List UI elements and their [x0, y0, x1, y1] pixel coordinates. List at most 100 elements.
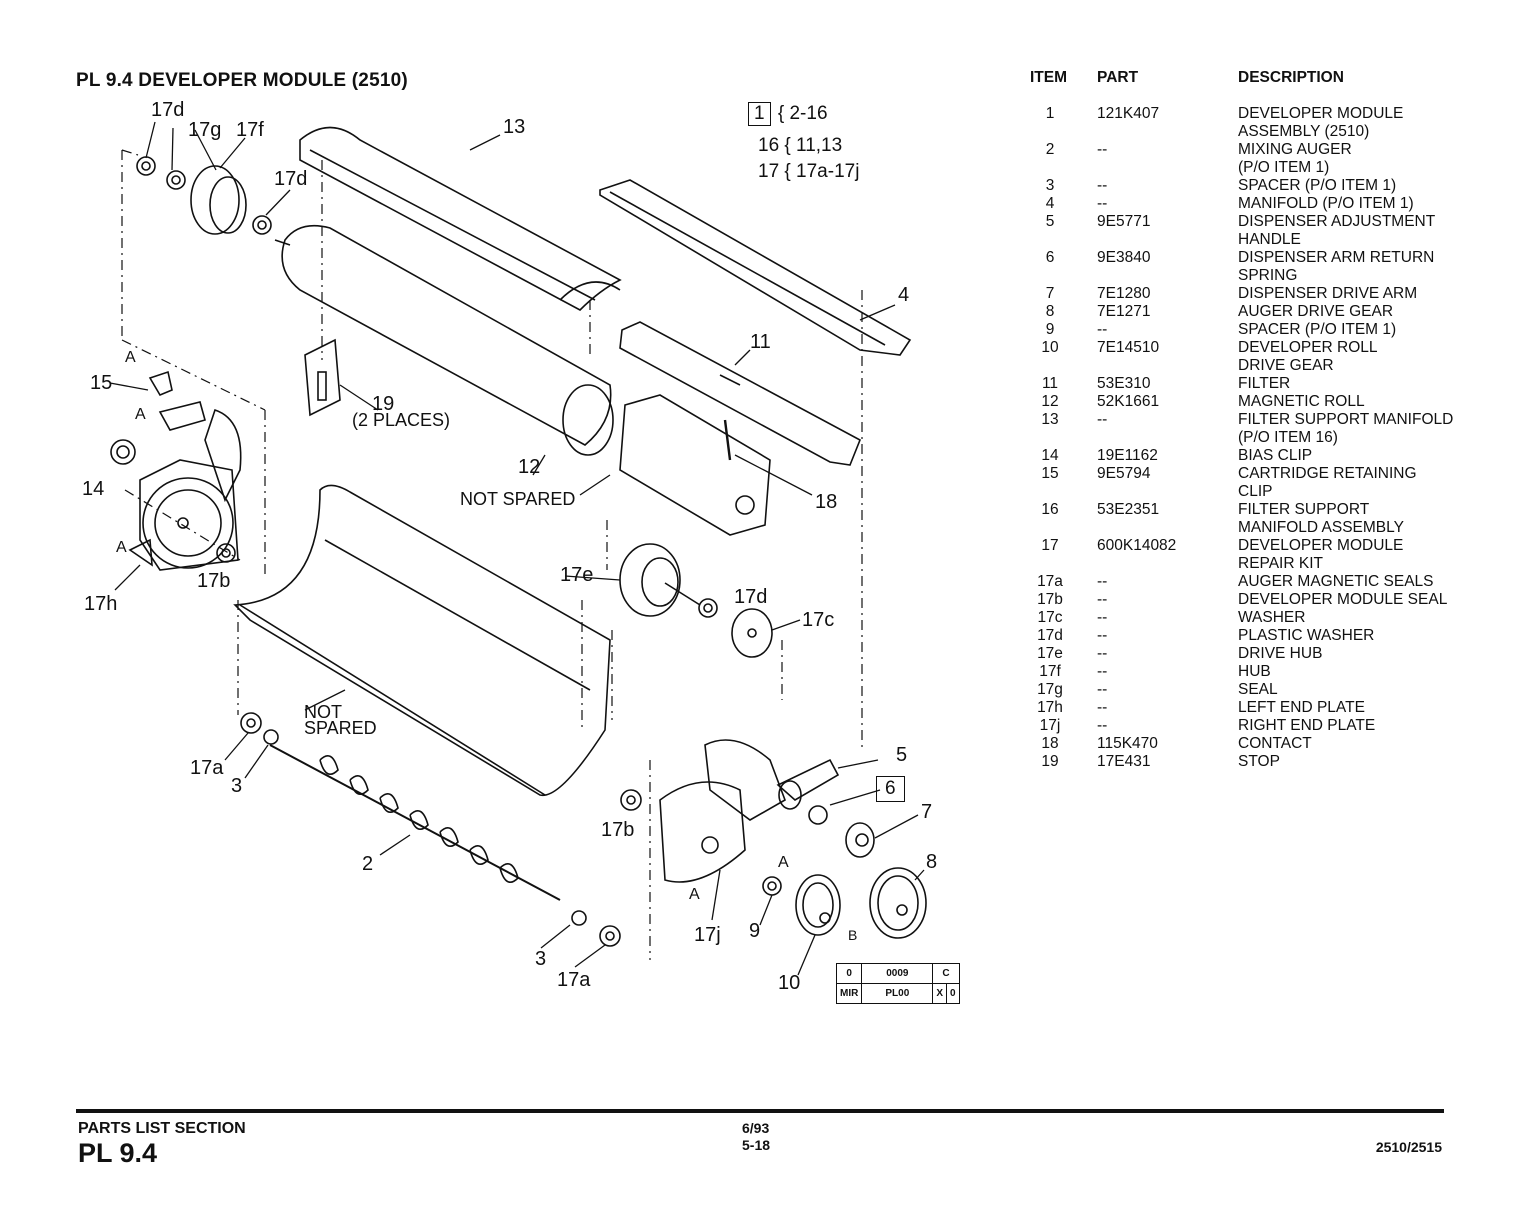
description-cell: LEFT END PLATE — [1237, 699, 1500, 717]
description-line: PLASTIC WASHER — [1238, 627, 1375, 644]
callout-17d: 17d — [274, 168, 308, 190]
description-line: SPACER (P/O ITEM 1) — [1238, 321, 1397, 338]
description-line: CONTACT — [1238, 735, 1312, 752]
footer-pl: PL 9.4 — [78, 1138, 158, 1168]
item-cell: 18 — [1041, 735, 1059, 752]
callout-17e: 17e — [560, 564, 594, 586]
item-cell: 4 — [1045, 195, 1055, 212]
part-cell: 7E14510 — [1097, 339, 1160, 356]
description-line: (P/O ITEM 16) — [1238, 429, 1338, 446]
assembly-key-row: 17 { 17a-17j — [748, 162, 859, 182]
callout-17g: 17g — [188, 119, 222, 141]
stamp-cell: 0009 — [861, 963, 934, 984]
assembly-key-range: { 2-16 — [777, 103, 828, 124]
description-line: DRIVE GEAR — [1238, 357, 1334, 374]
part-cell: 53E2351 — [1097, 501, 1160, 518]
callout-12: 12 — [518, 456, 541, 478]
stamp-cell: 0 — [946, 983, 960, 1004]
footer-rule — [76, 1109, 1444, 1113]
description-cell: FILTER — [1237, 375, 1500, 393]
part-cell: 9E5771 — [1097, 213, 1151, 230]
part-cell: 121K407 — [1097, 105, 1160, 122]
description-cell: HUB — [1237, 663, 1500, 681]
part-cell: -- — [1097, 699, 1108, 716]
description-cell: SPACER (P/O ITEM 1) — [1237, 177, 1500, 195]
callout-3: 3 — [535, 948, 547, 970]
description-line: BIAS CLIP — [1238, 447, 1313, 464]
item-cell: 17j — [1039, 717, 1061, 734]
description-line: HUB — [1238, 663, 1271, 680]
callout-15: 15 — [90, 372, 113, 394]
callout-8: 8 — [926, 851, 938, 873]
assembly-key-label: 17 — [758, 161, 780, 182]
description-line: MANIFOLD (P/O ITEM 1) — [1238, 195, 1414, 212]
footer-page: 5-18 — [742, 1137, 771, 1153]
assembly-key-row: 16 { 11,13 — [748, 130, 859, 162]
description-cell: AUGER MAGNETIC SEALS — [1237, 573, 1500, 591]
callout-a: A — [778, 854, 789, 871]
part-cell: 19E1162 — [1097, 447, 1158, 464]
table-row: 13--FILTER SUPPORT MANIFOLD(P/O ITEM 16) — [1020, 411, 1500, 447]
part-cell: -- — [1097, 195, 1108, 212]
description-cell: RIGHT END PLATE — [1237, 717, 1500, 735]
callout-3: 3 — [231, 775, 243, 797]
item-cell: 11 — [1041, 375, 1059, 392]
callout-18: 18 — [815, 491, 838, 513]
assembly-key-label: 1 — [748, 102, 771, 126]
description-line: DRIVE HUB — [1238, 645, 1323, 662]
item-cell: 17 — [1041, 537, 1059, 554]
callout-4: 4 — [898, 284, 910, 306]
footer-center: 6/93 5-18 — [742, 1120, 770, 1154]
description-cell: MIXING AUGER(P/O ITEM 1) — [1237, 141, 1500, 177]
callout-14: 14 — [82, 478, 105, 500]
header-item: ITEM — [1030, 69, 1068, 86]
footer-left: PARTS LIST SECTION PL 9.4 — [78, 1120, 246, 1169]
part-cell: -- — [1097, 591, 1108, 608]
description-cell: PLASTIC WASHER — [1237, 627, 1500, 645]
description-cell: BIAS CLIP — [1237, 447, 1500, 465]
description-line: MANIFOLD ASSEMBLY — [1238, 519, 1404, 536]
description-line: LEFT END PLATE — [1238, 699, 1365, 716]
callout-17f: 17f — [236, 119, 264, 141]
description-line: CARTRIDGE RETAINING — [1238, 465, 1417, 482]
table-row: 2--MIXING AUGER(P/O ITEM 1) — [1020, 141, 1500, 177]
item-cell: 1 — [1045, 105, 1055, 122]
table-row: 17a--AUGER MAGNETIC SEALS — [1020, 573, 1500, 591]
footer-date: 6/93 — [742, 1120, 770, 1136]
part-cell: 52K1661 — [1097, 393, 1160, 410]
callout-10: 10 — [778, 972, 801, 994]
callout-not-spared: NOT SPARED — [304, 702, 377, 738]
table-row: 17f--HUB — [1020, 663, 1500, 681]
callout-b: B — [848, 927, 858, 943]
item-cell: 7 — [1045, 285, 1055, 302]
description-line: DISPENSER ADJUSTMENT — [1238, 213, 1436, 230]
callout-17a: 17a — [190, 757, 224, 779]
table-row: 17e--DRIVE HUB — [1020, 645, 1500, 663]
part-cell: 7E1280 — [1097, 285, 1151, 302]
item-cell: 6 — [1045, 249, 1055, 266]
item-cell: 17b — [1037, 591, 1063, 608]
description-line: DEVELOPER MODULE SEAL — [1238, 591, 1448, 608]
revision-stamp: 0 0009 C MIR PL00 X 0 — [835, 963, 960, 1004]
part-cell: -- — [1097, 141, 1108, 158]
callout-a: A — [116, 539, 127, 556]
item-cell: 17d — [1037, 627, 1063, 644]
description-line: FILTER — [1238, 375, 1291, 392]
table-row: 17g--SEAL — [1020, 681, 1500, 699]
description-line: CLIP — [1238, 483, 1273, 500]
description-line: RIGHT END PLATE — [1238, 717, 1376, 734]
part-cell: -- — [1097, 663, 1108, 680]
callout-17b: 17b — [601, 819, 635, 841]
callout-11: 11 — [750, 331, 771, 353]
callout-not-spared: NOT SPARED — [460, 489, 576, 509]
description-line: AUGER MAGNETIC SEALS — [1238, 573, 1434, 590]
table-row: 17h--LEFT END PLATE — [1020, 699, 1500, 717]
